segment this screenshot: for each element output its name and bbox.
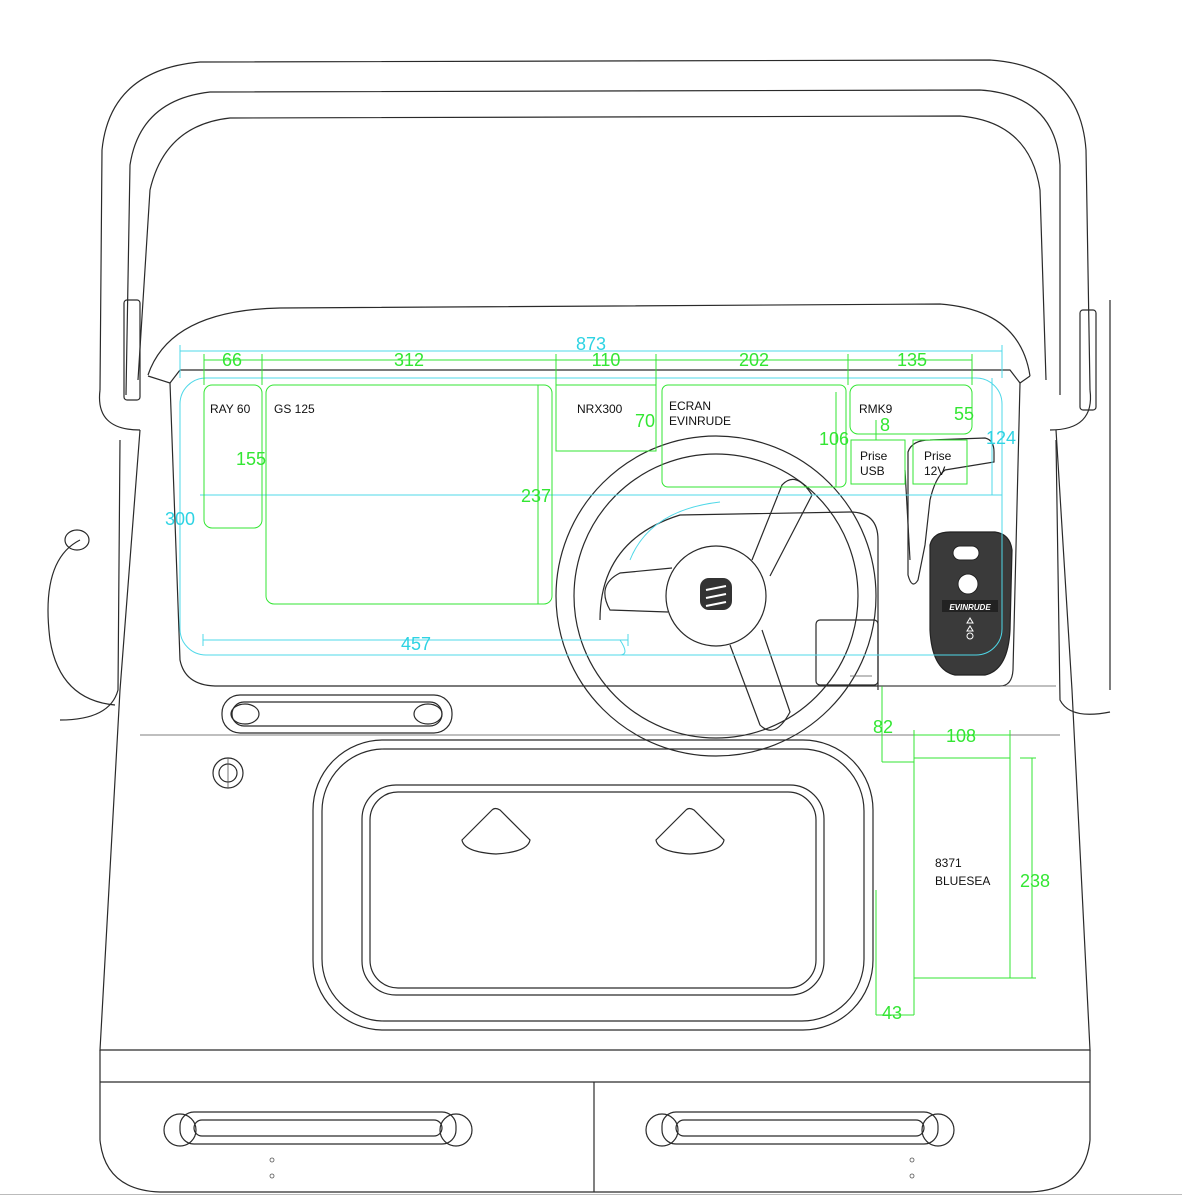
- equipment-labels: RAY 60 GS 125 NRX300 ECRAN EVINRUDE RMK9…: [210, 399, 990, 888]
- dash-area-outline: [179, 377, 1003, 656]
- prise-usb-label-line2: USB: [860, 464, 885, 478]
- dim-bluesea-height: 238: [1020, 871, 1050, 891]
- dimension-labels: 873 66 312 110 202 135 55 8 106 124 70 1…: [165, 334, 1050, 1023]
- throttle-control: EVINRUDE: [929, 531, 1013, 676]
- wheel-logo-icon: [700, 578, 732, 610]
- rmk9-label: RMK9: [859, 402, 893, 416]
- aux-panel: [815, 619, 879, 686]
- bluesea-label-line2: BLUESEA: [935, 874, 990, 888]
- ecran-label-line1: ECRAN: [669, 399, 711, 413]
- bluesea-label-line1: 8371: [935, 856, 962, 870]
- console-body: [99, 429, 1091, 1193]
- dimension-lines: [179, 345, 1056, 1016]
- dim-lower-width: 457: [401, 634, 431, 654]
- gs125-label: GS 125: [274, 402, 315, 416]
- dim-bluesea-width: 108: [946, 726, 976, 746]
- dim-gs125-height: 237: [521, 486, 551, 506]
- grab-rail-frame: [47, 59, 1111, 721]
- dim-ray60-width: 66: [222, 350, 242, 370]
- key-switch: [212, 757, 244, 789]
- dim-ecran-width: 202: [739, 350, 769, 370]
- dim-gs125-width: 312: [394, 350, 424, 370]
- steering-wheel: [555, 435, 879, 757]
- prise-usb-label-line1: Prise: [860, 449, 888, 463]
- prise-12v-label-line2: 12V: [924, 464, 945, 478]
- dim-rmk9-width: 135: [897, 350, 927, 370]
- ecran-label-line2: EVINRUDE: [669, 414, 731, 428]
- dashboard-top: [147, 303, 1031, 687]
- page-bottom-rule: [0, 1194, 1182, 1195]
- dim-dash-height: 300: [165, 509, 195, 529]
- dim-ecran-height: 106: [819, 429, 849, 449]
- dim-prise-gap: 8: [880, 415, 890, 435]
- prise-12v-label-line1: Prise: [924, 449, 952, 463]
- dash-handle: [221, 694, 453, 734]
- gs125-outline: [265, 384, 553, 605]
- prise-12v-outline: [912, 439, 968, 485]
- dim-right-height: 124: [986, 428, 1016, 448]
- drawer-handles: [163, 1111, 955, 1179]
- dim-total-width: 873: [576, 334, 606, 354]
- dim-ray60-height: 155: [236, 449, 266, 469]
- ecran-outline: [661, 384, 847, 488]
- nrx300-label: NRX300: [577, 402, 623, 416]
- dim-nrx300-width: 110: [592, 350, 621, 370]
- storage-hatch: [312, 739, 874, 1031]
- nrx300-outline: [555, 384, 657, 452]
- prise-usb-outline: [850, 439, 906, 485]
- dim-nrx300-height: 70: [635, 411, 655, 431]
- bluesea-outline: [913, 757, 1011, 979]
- throttle-brand-label: EVINRUDE: [949, 603, 991, 612]
- dim-bluesea-offset-left: 43: [882, 1003, 902, 1023]
- dim-rmk9-height: 55: [954, 404, 974, 424]
- ray60-label: RAY 60: [210, 402, 251, 416]
- ray60-outline: [203, 384, 263, 529]
- dim-bluesea-offset-top: 82: [873, 717, 893, 737]
- rmk9-outline: [849, 384, 973, 435]
- equipment-outlines: [203, 384, 1011, 979]
